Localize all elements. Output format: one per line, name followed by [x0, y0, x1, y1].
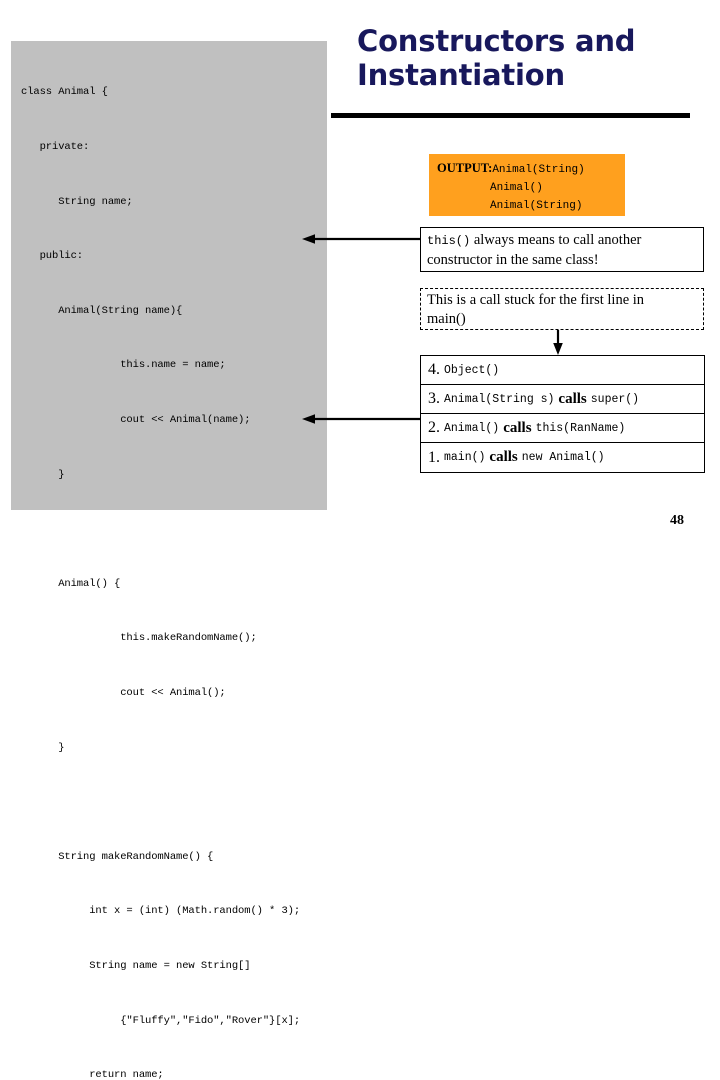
arrow-dashed-callout-down: [553, 330, 563, 355]
code-line: int x = (int) (Math.random() * 3);: [21, 905, 301, 918]
code-listing-panel: class Animal { private: String name; pub…: [11, 41, 327, 1080]
code-line: Animal() {: [21, 577, 121, 590]
stack-row-code: main(): [444, 451, 486, 464]
call-stack-row: 2. Animal() calls this(RanName): [421, 414, 704, 443]
arrow-call-stack-to-code: [302, 414, 420, 424]
output-row: OUTPUT:Animal(String): [437, 159, 625, 177]
stack-row-calls-word: calls: [558, 390, 587, 407]
slide-title: Constructors and Instantiation: [357, 24, 636, 92]
code-line: Animal(String name){: [21, 304, 183, 317]
callout-line: This is a call stuck for the first line …: [427, 292, 645, 308]
output-value: Animal(): [490, 182, 543, 194]
output-label: OUTPUT:: [437, 161, 493, 175]
code-line: private:: [21, 141, 90, 153]
code-line-blank: [21, 520, 323, 538]
stack-row-number: 4.: [428, 361, 440, 378]
output-row: Animal(String): [437, 195, 625, 213]
callout-line: constructor in the same class!: [427, 252, 599, 268]
code-line: class Animal {: [21, 86, 108, 99]
this-mono-term: this(): [427, 234, 471, 248]
stack-row-target: super(): [590, 392, 640, 406]
stack-row-code: Animal(): [444, 421, 500, 435]
code-line-blank: [21, 793, 323, 811]
output-row: Animal(): [437, 177, 625, 195]
code-line: }: [21, 741, 65, 754]
stack-row-code: Object(): [444, 363, 500, 377]
stack-row-target: this(RanName): [535, 421, 626, 435]
code-line: cout << Animal();: [21, 686, 226, 699]
output-box: OUTPUT:Animal(String) Animal() Animal(St…: [429, 154, 625, 216]
call-stack-row: 4. Object(): [421, 356, 704, 385]
code-line: String name;: [21, 195, 133, 208]
arrow-this-callout-to-code: [302, 234, 420, 244]
page-number: 48: [670, 513, 684, 528]
code-line: String makeRandomName() {: [21, 850, 214, 863]
output-value: Animal(String): [492, 164, 585, 176]
call-stack-row: 3. Animal(String s) calls super(): [421, 385, 704, 414]
code-line: this.makeRandomName();: [21, 632, 257, 645]
output-value: Animal(String): [490, 200, 583, 212]
code-line: this.name = name;: [21, 359, 226, 372]
stack-row-number: 1.: [428, 448, 440, 466]
callout-text: always means to call another: [470, 232, 642, 248]
stack-row-calls-word: calls: [489, 449, 518, 465]
code-line: {"Fluffy","Fido","Rover"}[x];: [21, 1014, 301, 1027]
this-keyword-callout: this() always means to call another cons…: [420, 227, 704, 272]
code-line: String name = new String[]: [21, 959, 251, 972]
main-first-line-callout: This is a call stuck for the first line …: [420, 288, 704, 330]
callout-line: main(): [427, 311, 466, 327]
callout-line: this() always means to call another: [427, 231, 699, 251]
stack-row-target: new Animal(): [521, 451, 605, 464]
call-stack-list: 4. Object() 3. Animal(String s) calls su…: [420, 355, 705, 473]
code-line: }: [21, 468, 65, 481]
call-stack-row: 1. main() calls new Animal(): [421, 443, 704, 472]
stack-row-number: 2.: [428, 419, 440, 436]
code-line: cout << Animal(name);: [21, 413, 251, 426]
stack-row-code: Animal(String s): [444, 392, 555, 406]
stack-row-number: 3.: [428, 390, 440, 407]
code-line: public:: [21, 250, 84, 263]
code-line: return name;: [21, 1069, 164, 1080]
title-divider-rule: [331, 113, 690, 118]
stack-row-calls-word: calls: [503, 419, 532, 436]
